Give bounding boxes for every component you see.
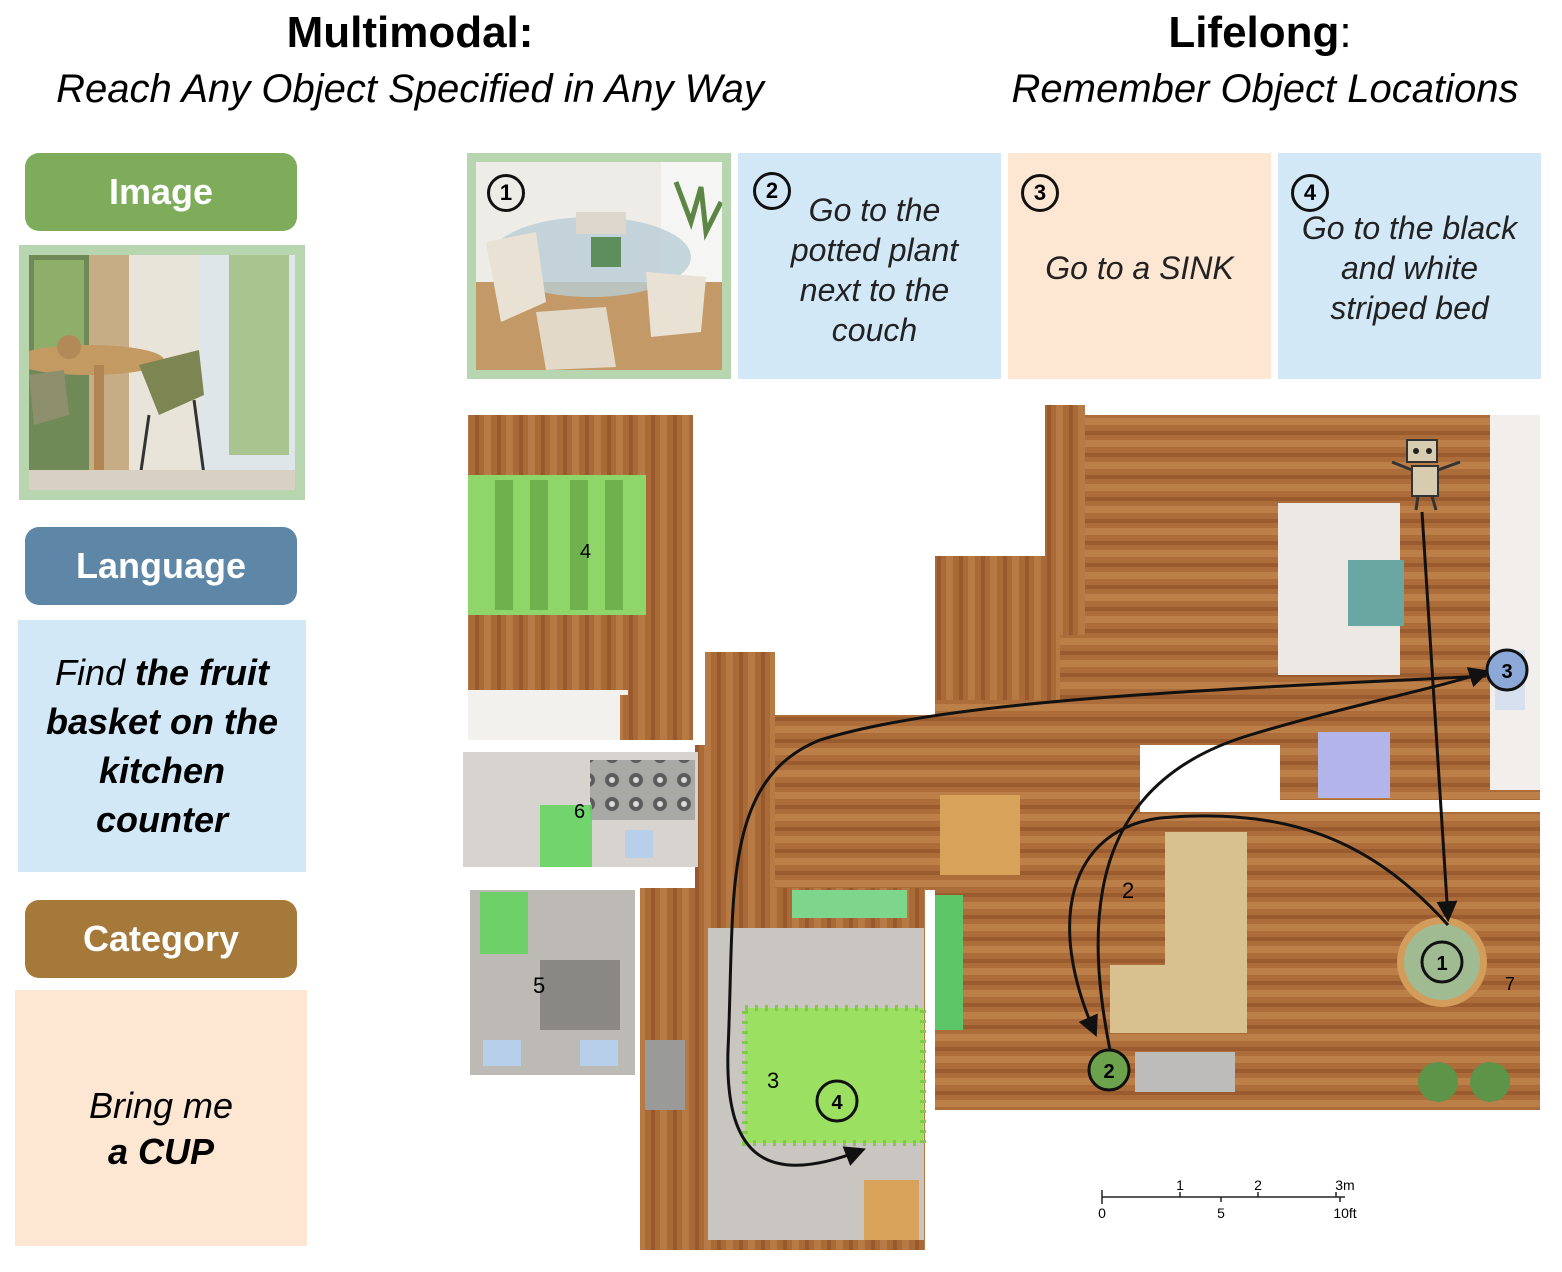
room-label-3: 3 xyxy=(767,1068,779,1093)
multimodal-subtitle: Reach Any Object Specified in Any Way xyxy=(56,67,764,111)
language-query-target: the fruit basket on the kitchen counter xyxy=(45,652,279,840)
lifelong-title-colon: : xyxy=(1339,8,1352,57)
image-query-frame xyxy=(14,245,305,500)
marker-2: 2 xyxy=(1087,1048,1131,1092)
marker-3: 3 xyxy=(1485,648,1529,692)
task-card-4: 4 Go to the black and white striped bed xyxy=(1278,153,1541,379)
marker-1: 1 xyxy=(1420,940,1464,984)
room-label-2: 2 xyxy=(1122,878,1134,903)
bedroom-3 xyxy=(640,888,926,1250)
marker-4-label: 4 xyxy=(831,1092,843,1114)
room-label-5: 5 xyxy=(533,973,545,998)
robot-icon xyxy=(1391,439,1461,511)
room-label-7: 7 xyxy=(1505,974,1515,994)
category-query-text: Bring me a CUP xyxy=(89,1083,233,1175)
lifelong-title-text: Lifelong xyxy=(1168,8,1340,57)
task-card-3: 3 Go to a SINK xyxy=(1008,153,1271,379)
scale-bar: 1 2 3m 0 5 10ft xyxy=(1098,1177,1357,1221)
language-query-prefix: Find xyxy=(54,652,136,693)
task-2-text: Go to the potted plant next to the couch xyxy=(790,192,959,348)
room-label-4: 4 xyxy=(580,541,591,563)
path-2-to-3 xyxy=(1096,667,1490,1051)
category-query-panel: Bring me a CUP xyxy=(15,990,307,1246)
lifelong-subtitle: Remember Object Locations xyxy=(1011,67,1519,111)
path-robot-to-1 xyxy=(1420,511,1458,923)
scale-label-5ft: 5 xyxy=(1217,1205,1225,1221)
marker-4: 4 xyxy=(815,1079,859,1123)
task-3-number: 3 xyxy=(1021,174,1059,212)
scale-label-1m: 1 xyxy=(1176,1177,1184,1193)
scale-label-0ft: 0 xyxy=(1098,1205,1106,1221)
language-query-panel: Find the fruit basket on the kitchen cou… xyxy=(18,620,306,872)
marker-3-label: 3 xyxy=(1501,661,1512,683)
bathroom-6 xyxy=(463,752,698,867)
image-pill: Image xyxy=(25,153,297,231)
language-pill: Language xyxy=(25,527,297,605)
task-4-text: Go to the black and white striped bed xyxy=(1301,210,1518,326)
task-2-number: 2 xyxy=(753,172,791,210)
path-1-to-2 xyxy=(1068,814,1450,1037)
task-1-number: 1 xyxy=(487,174,525,212)
task-4-number: 4 xyxy=(1291,174,1329,212)
task-card-2: 2 Go to the potted plant next to the cou… xyxy=(738,153,1001,379)
task-1-photo-illustration xyxy=(476,162,722,370)
scale-label-3m: 3m xyxy=(1335,1177,1354,1193)
bathroom-5 xyxy=(470,890,635,1075)
marker-2-label: 2 xyxy=(1103,1061,1114,1083)
bedroom-top-left xyxy=(468,415,693,740)
scale-label-2m: 2 xyxy=(1254,1177,1262,1193)
category-pill: Category xyxy=(25,900,297,978)
task-3-text: Go to a SINK xyxy=(1045,250,1234,286)
path-3-to-4 xyxy=(726,674,1487,1167)
task-card-1: 1 xyxy=(467,153,731,379)
dining-photo-illustration xyxy=(14,255,295,490)
marker-1-label: 1 xyxy=(1436,953,1447,975)
lifelong-title: Lifelong: xyxy=(1060,8,1460,58)
scale-label-10ft: 10ft xyxy=(1333,1205,1356,1221)
multimodal-title: Multimodal: xyxy=(286,8,534,57)
category-query-target: a CUP xyxy=(107,1131,215,1172)
category-query-prefix: Bring me xyxy=(88,1085,234,1126)
room-label-6: 6 xyxy=(574,801,585,823)
language-query-text: Find the fruit basket on the kitchen cou… xyxy=(18,648,306,844)
main-living-area xyxy=(935,405,1540,1110)
